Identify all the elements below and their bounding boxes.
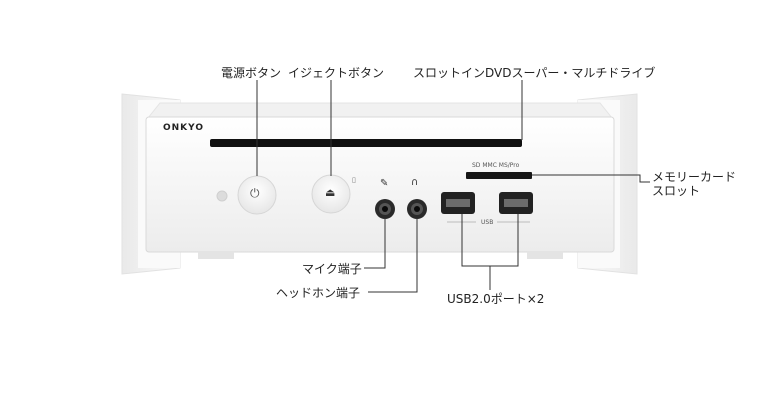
label-eject-button: イジェクトボタン — [288, 66, 385, 80]
headphone-jack-shape — [407, 199, 427, 219]
label-power-button: 電源ボタン — [221, 66, 282, 80]
usb-text: USB — [481, 219, 494, 226]
top-surface — [146, 102, 614, 119]
mic-icon: ✎ — [380, 178, 389, 189]
right-foot — [527, 251, 563, 259]
mic-jack-shape — [375, 199, 395, 219]
card-slot-text: SD MMC MS/Pro — [472, 162, 520, 169]
front-panel — [145, 116, 615, 253]
memory-card-slot — [466, 172, 532, 179]
eject-icon: ⏏ — [325, 186, 336, 199]
disc-indicator-icon: ▯ — [352, 176, 356, 184]
usb-port-2 — [499, 192, 533, 214]
label-usb-ports: USB2.0ポート×2 — [447, 292, 545, 306]
left-foot — [198, 251, 234, 259]
usb-port-1 — [441, 192, 475, 214]
label-memory-card-2: スロット — [652, 184, 701, 198]
power-icon: ⏻ — [250, 186, 260, 200]
leader-headphone — [368, 218, 418, 293]
disc-slot — [210, 139, 522, 147]
leader-memory-card — [532, 174, 650, 183]
headphone-icon: ∩ — [411, 177, 419, 188]
label-mic-jack: マイク端子 — [302, 262, 362, 276]
leader-mic — [364, 218, 386, 269]
label-headphone-jack: ヘッドホン端子 — [276, 286, 361, 300]
brand-logo: ONKYO — [163, 123, 205, 133]
label-slot-drive: スロットインDVDスーパー・マルチドライブ — [413, 66, 656, 80]
label-memory-card-1: メモリーカード — [652, 170, 737, 184]
status-indicator — [216, 190, 228, 202]
